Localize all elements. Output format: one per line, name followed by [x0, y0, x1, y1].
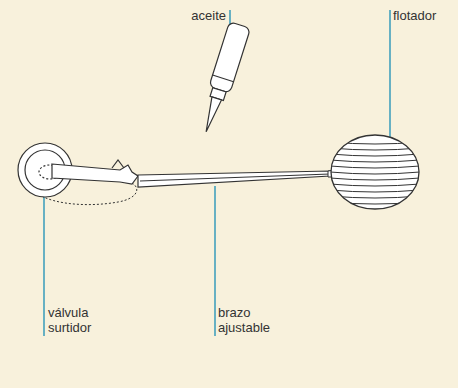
- float-stripe: [330, 166, 420, 168]
- part-label: válvula surtidor: [48, 305, 104, 335]
- part-label: flotador: [393, 8, 453, 23]
- float-stripe: [330, 196, 420, 198]
- adjustable-arm: [138, 171, 330, 187]
- float: [328, 135, 420, 209]
- leader-line: [43, 180, 44, 336]
- float-stripe: [330, 190, 420, 192]
- float-stripe: [330, 160, 420, 162]
- float-stripe: [330, 172, 420, 174]
- leader-line: [214, 186, 215, 336]
- float-stripe: [330, 142, 420, 144]
- float-stripe: [330, 202, 420, 204]
- float-stripe: [330, 148, 420, 150]
- float-stripe: [330, 154, 420, 156]
- oil-can: [196, 22, 251, 135]
- part-label: aceite: [166, 8, 226, 23]
- part-label: brazo ajustable: [218, 305, 278, 335]
- leader-line: [389, 10, 390, 140]
- float-stripe: [330, 184, 420, 186]
- valve-symbol: [18, 143, 138, 197]
- float-stripe: [330, 178, 420, 180]
